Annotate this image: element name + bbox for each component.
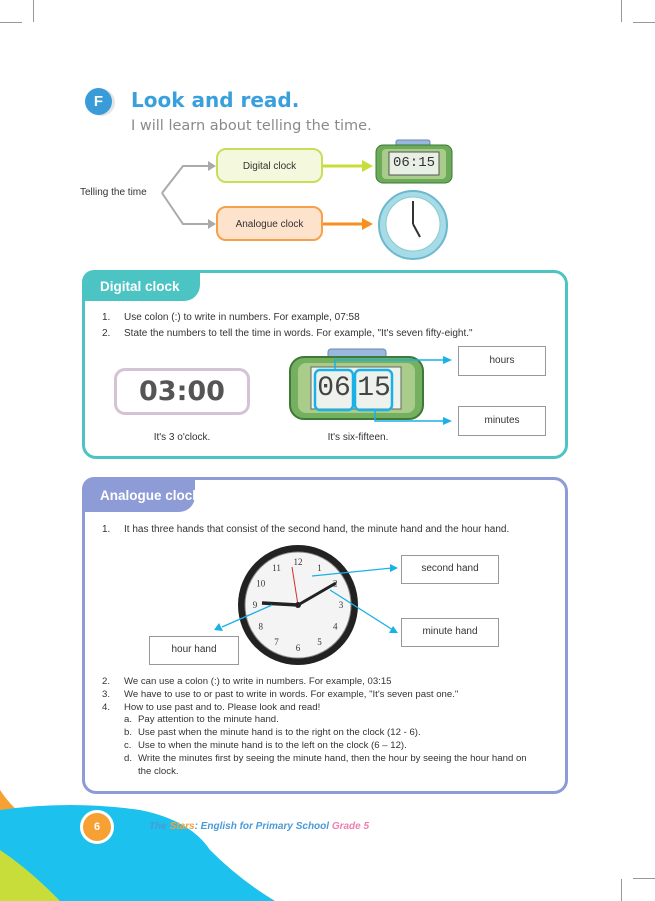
list-item: 1.Use colon (:) to write in numbers. For… <box>102 312 360 323</box>
list-item: 3.We have to use to or past to write in … <box>102 688 459 700</box>
analogue-list: 2.We can use a colon (:) to write in num… <box>102 676 542 778</box>
sub-item: b.Use past when the minute hand is to th… <box>124 727 421 739</box>
small-digital-display: 06:15 <box>392 155 435 171</box>
list-item: 1.It has three hands that consist of the… <box>102 524 510 535</box>
sub-item: c.Use to when the minute hand is to the … <box>124 739 407 751</box>
crop-mark <box>633 878 655 879</box>
digital-list: 1.Use colon (:) to write in numbers. For… <box>102 310 473 342</box>
digital-clock-section <box>82 270 568 459</box>
page-title: Look and read. <box>131 88 300 112</box>
clock-number: 4 <box>333 622 338 632</box>
list-item: 4.How to use past and to. Please look an… <box>102 701 321 713</box>
clock-number: 1 <box>317 563 322 573</box>
minute-hand-label: minute hand <box>401 618 499 647</box>
clock-number: 8 <box>259 622 264 632</box>
digital-clock-heading: Digital clock <box>82 270 200 301</box>
list-item: 2.We can use a colon (:) to write in num… <box>102 676 392 687</box>
minutes-label: minutes <box>458 406 546 436</box>
sub-item: a.Pay attention to the minute hand. <box>124 714 279 726</box>
clock-number: 9 <box>253 600 258 610</box>
crop-mark <box>621 0 622 22</box>
diagram-root: Telling the time <box>80 187 147 198</box>
clock-number: 11 <box>272 563 281 573</box>
digital-clock-illustration <box>289 348 452 425</box>
clock-number: 5 <box>317 637 322 647</box>
hours-label: hours <box>458 346 546 376</box>
analogue-clock-section <box>82 477 568 794</box>
analogue-clock-illustration: 121234567891011 <box>214 545 398 665</box>
hour-hand-label: hour hand <box>149 636 239 665</box>
crop-mark <box>633 22 655 23</box>
analogue-clock-heading: Analogue clock <box>82 477 200 512</box>
clock-number: 10 <box>256 579 266 589</box>
list-item: 2.State the numbers to tell the time in … <box>102 328 473 339</box>
clock-number: 3 <box>339 600 344 610</box>
section-badge: F <box>85 88 112 115</box>
example-caption: It's 3 o'clock. <box>153 432 211 443</box>
crop-mark <box>33 0 34 22</box>
clock-caption: It's six-fifteen. <box>327 432 389 443</box>
clock-hours-digits: 06 <box>317 373 351 404</box>
sub-item: d.Write the minutes first by seeing the … <box>124 752 527 777</box>
second-hand-label: second hand <box>401 555 499 584</box>
clock-number: 6 <box>296 643 301 653</box>
footer-decoration <box>0 790 275 901</box>
clock-minutes-digits: 15 <box>357 373 391 404</box>
clock-number: 12 <box>294 557 303 567</box>
crop-mark <box>621 879 622 901</box>
analogue-clock-node: Analogue clock <box>216 206 323 241</box>
crop-mark <box>0 22 22 23</box>
digital-clock-node: Digital clock <box>216 148 323 183</box>
page-subtitle: I will learn about telling the time. <box>131 118 372 134</box>
page-number: 6 <box>80 810 114 844</box>
footer-title: The Stars: English for Primary School Gr… <box>149 821 370 832</box>
example-time-display: 03:00 <box>114 368 250 415</box>
diagram-arrows <box>161 139 453 260</box>
clock-number: 7 <box>274 637 279 647</box>
